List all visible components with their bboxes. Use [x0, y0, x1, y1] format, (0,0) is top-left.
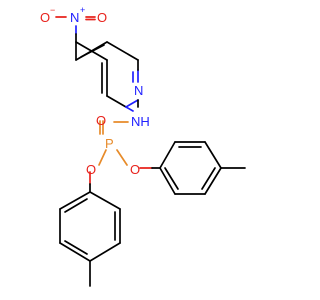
charge-nitro-n: + [80, 5, 85, 15]
left-ring-double-1 [64, 198, 88, 213]
bond-ring-c-to-nh [125, 106, 134, 112]
nitro-group [55, 16, 96, 43]
right-ring-bond-4 [204, 167, 222, 195]
left-ring-bond-4 [59, 242, 91, 262]
left-ring-bond-6 [59, 191, 91, 210]
right-ring-double-2 [201, 167, 216, 190]
bond-p-o-right [116, 149, 128, 166]
pyridine-bond-3n [125, 99, 139, 108]
atom-nitro-o-left: O [40, 10, 50, 25]
atom-labels: O − N + O N NH P O O O [40, 5, 150, 177]
left-ring-bond-3 [89, 242, 121, 262]
atom-nitro-o-right: O [97, 10, 107, 25]
charge-nitro-o-left: − [50, 5, 55, 15]
left-ring-double-3 [64, 240, 88, 255]
atom-nitro-n: N [70, 10, 79, 25]
right-ring-bond-1 [159, 141, 176, 169]
pyridine-bond-3 [106, 95, 127, 108]
right-tolyl-ring [139, 141, 246, 195]
atom-ester-o-left: O [86, 162, 96, 177]
right-ring-double-3 [164, 167, 179, 190]
pyridine-bond-6-inner [80, 44, 105, 58]
left-tolyl-ring [59, 171, 121, 287]
pyridine-ring [75, 41, 139, 108]
right-ring-bond-3 [204, 141, 222, 169]
atom-pyridine-n: N [134, 83, 143, 98]
atom-phosphorus: P [105, 136, 114, 151]
pyridine-bond-5 [106, 41, 139, 61]
bond-p-o-left [98, 149, 107, 166]
left-ring-bond-1 [89, 191, 121, 210]
atom-phosphoryl-o: O [96, 113, 106, 128]
right-ring-bond-6 [159, 167, 176, 195]
phosphate-core [98, 120, 129, 166]
molecule-structure-diagram: O − N + O N NH P O O O [40, 5, 246, 287]
atom-amide-nh: NH [131, 114, 150, 129]
atom-ester-o-right: O [130, 162, 140, 177]
